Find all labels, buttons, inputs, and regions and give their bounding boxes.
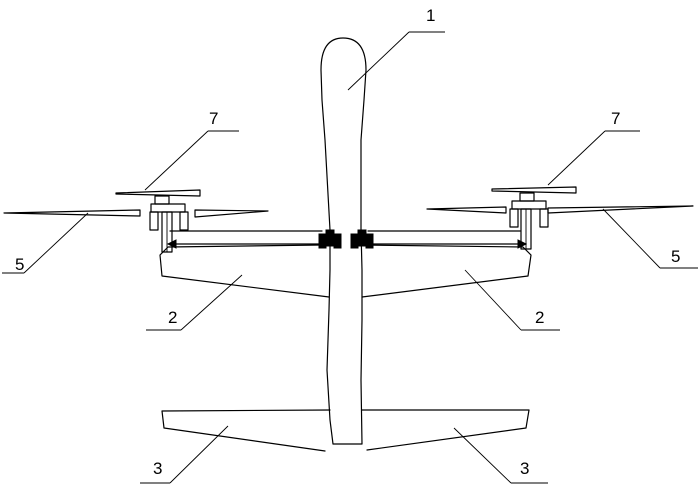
fuselage: [320, 37, 367, 445]
left-tail-plane: [161, 409, 331, 452]
left-wing: [159, 244, 330, 298]
gearbox-left: [318, 229, 342, 249]
label-rotor-right: 7: [611, 109, 620, 128]
label-blade-right: 5: [671, 247, 680, 266]
label-fuselage: 1: [426, 6, 435, 25]
label-blade-left: 5: [15, 255, 24, 274]
leader-lines: [2, 31, 698, 484]
right-rotor-assembly: [426, 186, 694, 250]
label-tail-left: 3: [153, 459, 162, 478]
right-wing: [361, 244, 532, 298]
right-tail-plane: [361, 409, 530, 451]
shaft-arrow-right: [517, 239, 528, 249]
label-tail-right: 3: [520, 459, 529, 478]
label-rotor-left: 7: [209, 109, 218, 128]
gearbox-right: [350, 229, 374, 249]
label-wing-left: 2: [168, 308, 177, 327]
label-wing-right: 2: [535, 308, 544, 327]
left-rotor-assembly: [3, 189, 269, 253]
